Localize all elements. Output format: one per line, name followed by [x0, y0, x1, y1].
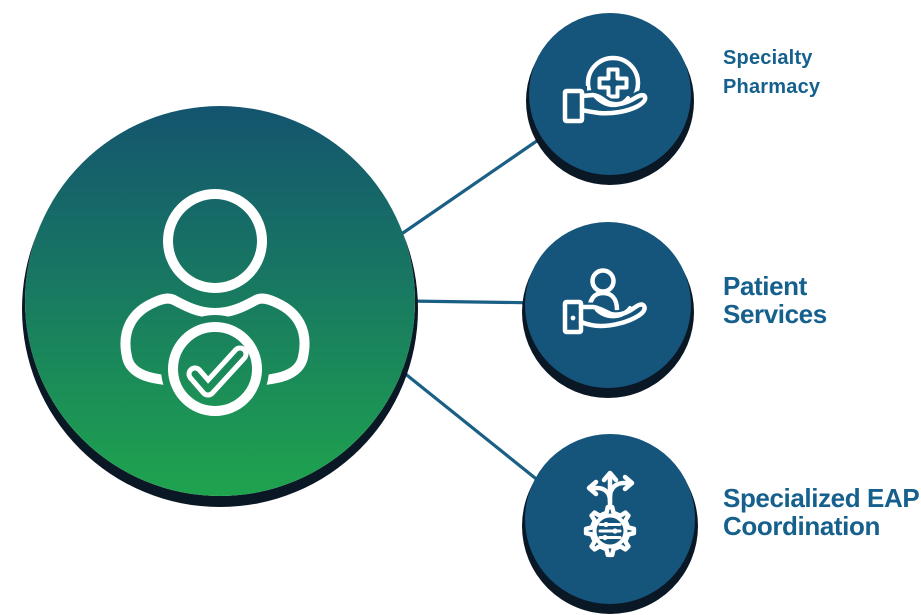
check-badge-circle — [168, 322, 262, 416]
label-specialty-pharmacy: Specialty Pharmacy — [723, 44, 820, 102]
direction-arrows — [586, 470, 635, 508]
central-member-circle — [25, 106, 415, 496]
label-line: Specialty — [723, 47, 813, 69]
check-mark-inner — [191, 350, 244, 393]
hand-medical-cross-icon — [562, 55, 648, 124]
node-specialized-eap-coordination — [525, 434, 695, 604]
label-line: Specialized EAP — [723, 483, 920, 513]
open-hand — [562, 299, 647, 335]
patient-figure — [586, 268, 620, 317]
connector-line-specialty-pharmacy — [399, 123, 561, 237]
person-verified-icon — [120, 189, 310, 416]
node-specialty-pharmacy — [529, 13, 691, 175]
connector-line-specialized-eap — [396, 366, 562, 500]
person-shoulders — [120, 293, 310, 386]
label-line: Services — [723, 299, 827, 329]
connector-line-patient-services — [407, 299, 546, 305]
label-specialized-eap-coordination: Specialized EAP Coordination — [723, 483, 920, 541]
label-line: Coordination — [723, 511, 880, 541]
gear-arrows-icon — [583, 470, 637, 558]
node-patient-services — [525, 222, 691, 388]
label-line: Pharmacy — [723, 76, 821, 98]
hand-person-icon — [562, 268, 647, 335]
label-line: Patient — [723, 271, 807, 301]
medical-cross-circle — [585, 55, 641, 111]
label-patient-services: Patient Services — [723, 272, 827, 328]
person-head — [163, 189, 267, 293]
settings-gear — [583, 504, 637, 558]
open-hand — [562, 88, 648, 124]
